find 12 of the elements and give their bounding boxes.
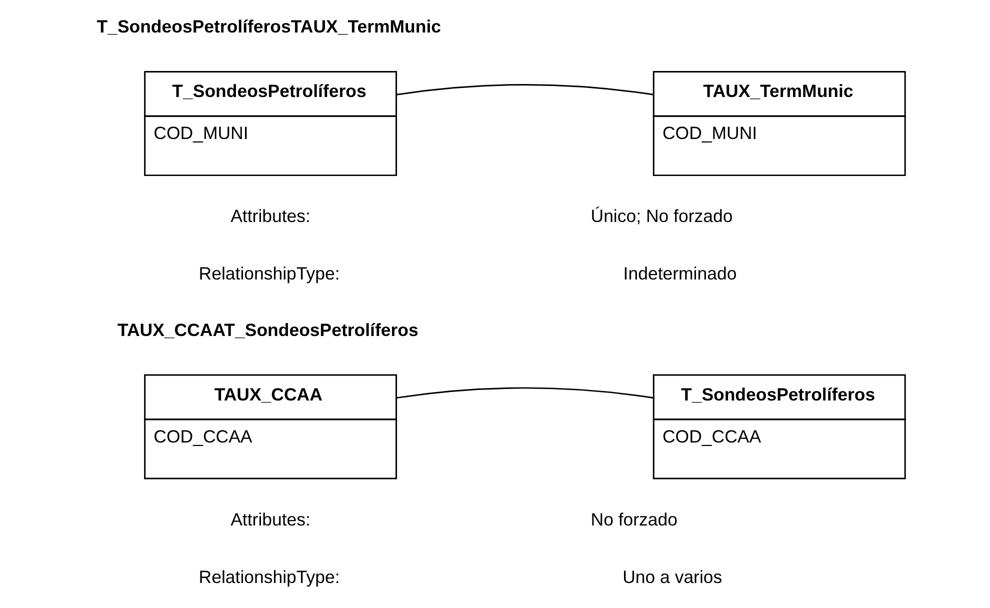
connector <box>396 387 654 399</box>
label: Único; No forzado <box>590 206 733 226</box>
connector <box>396 84 654 96</box>
label: Indeterminado <box>623 264 737 284</box>
label: Attributes: <box>230 206 310 226</box>
label: TAUX_CCAAT_SondeosPetrolíferos <box>117 320 418 340</box>
label: No forzado <box>590 509 678 530</box>
label: RelationshipType: <box>198 566 340 587</box>
label: Uno a varios <box>622 566 722 587</box>
label: RelationshipType: <box>198 264 340 284</box>
label: Attributes: <box>230 509 310 530</box>
label: T_SondeosPetrolíferosTAUX_TermMunic <box>96 16 441 37</box>
